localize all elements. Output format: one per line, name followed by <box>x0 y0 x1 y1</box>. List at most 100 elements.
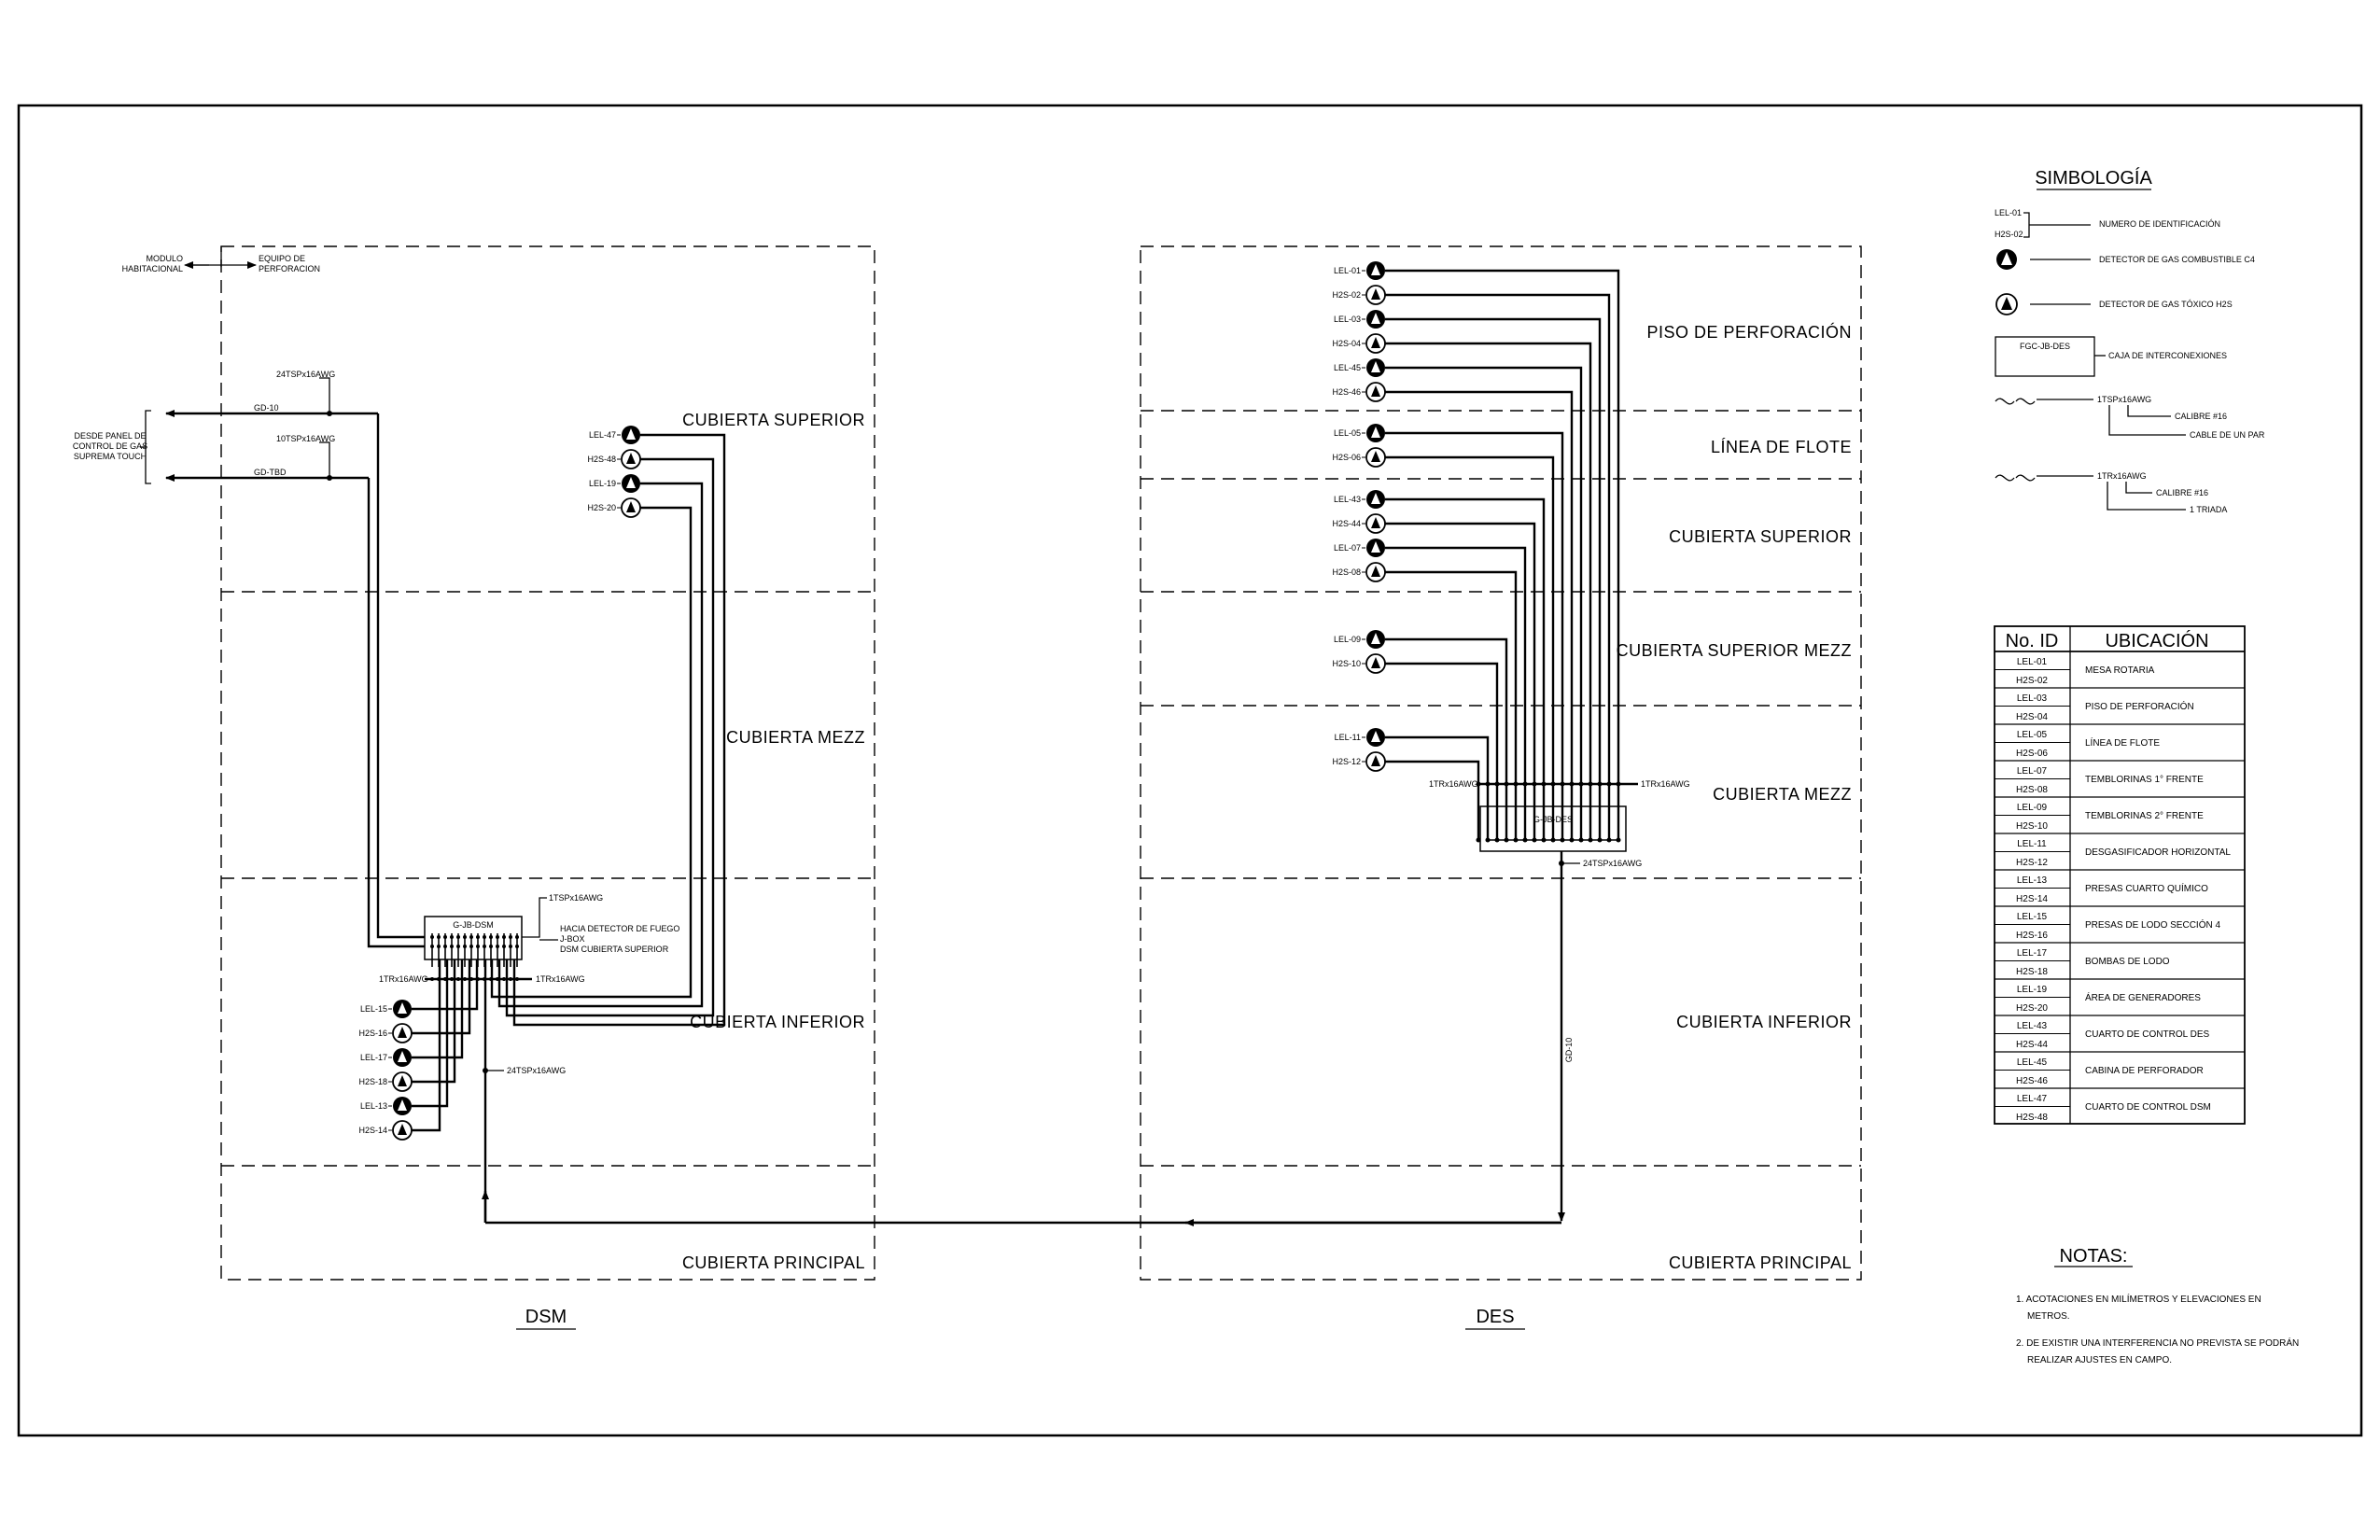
legend-trx-icon <box>1995 474 2036 482</box>
panel-label: DESDE PANEL DE <box>74 431 146 441</box>
legend-title: SIMBOLOGÍA <box>2035 167 2152 189</box>
table-cell-location: DESGASIFICADOR HORIZONTAL <box>2085 847 2231 858</box>
table-cell-id: LEL-17 <box>2017 948 2048 959</box>
detector-label: H2S-14 <box>358 1126 387 1135</box>
detector-label: H2S-20 <box>587 503 616 512</box>
detector-h2s-04: H2S-04 <box>1332 333 1386 354</box>
dsm-fire-note-3: DSM CUBIERTA SUPERIOR <box>560 945 669 954</box>
dsm-title: DSM <box>525 1307 567 1327</box>
des-zone-cubierta-principal: CUBIERTA PRINCIPAL <box>1669 1253 1852 1272</box>
table-cell-location: BOMBAS DE LODO <box>2085 957 2170 967</box>
detector-lel-07: LEL-07 <box>1334 539 1385 557</box>
detector-label: H2S-44 <box>1332 519 1361 528</box>
detector-label: H2S-48 <box>587 455 616 464</box>
dsm-zone-cubierta-superior: CUBIERTA SUPERIOR <box>682 411 865 429</box>
des-section: PISO DE PERFORACIÓN LÍNEA DE FLOTE CUBIE… <box>1140 245 1862 1330</box>
des-zone-cubierta-mezz: CUBIERTA MEZZ <box>1713 785 1852 804</box>
detector-label: H2S-18 <box>358 1077 387 1086</box>
note-2-line-2: REALIZAR AJUSTES EN CAMPO. <box>2027 1355 2172 1365</box>
detector-label: H2S-06 <box>1332 453 1361 462</box>
dsm-section: CUBIERTA SUPERIOR CUBIERTA MEZZ CUBIERTA… <box>73 245 875 1330</box>
legend-h2s-desc: DETECTOR DE GAS TÓXICO H2S <box>2099 300 2233 309</box>
dsm-outline <box>220 245 875 1281</box>
detector-lel-47: LEL-47 <box>589 426 640 444</box>
des-zone-piso: PISO DE PERFORACIÓN <box>1646 322 1852 342</box>
legend-id-desc: NUMERO DE IDENTIFICACIÓN <box>2099 219 2220 229</box>
legend-trx-desc: 1 TRIADA <box>2190 505 2227 514</box>
detector-label: LEL-15 <box>360 1004 387 1014</box>
dsm-trx-right: 1TRx16AWG <box>536 974 585 984</box>
detector-lel-15: LEL-15 <box>360 1000 412 1018</box>
table-cell-id: LEL-47 <box>2017 1094 2048 1104</box>
detector-label: H2S-02 <box>1332 290 1361 300</box>
note-2-line-1: 2. DE EXISTIR UNA INTERFERENCIA NO PREVI… <box>2016 1337 2299 1349</box>
table-cell-id: H2S-20 <box>2016 1003 2048 1014</box>
table-cell-location: CUARTO DE CONTROL DSM <box>2085 1102 2211 1113</box>
table-cell-location: CABINA DE PERFORADOR <box>2085 1066 2204 1076</box>
table-cell-location: LÍNEA DE FLOTE <box>2085 736 2160 749</box>
detector-lel-17: LEL-17 <box>360 1048 412 1067</box>
detector-h2s-44: H2S-44 <box>1332 513 1386 534</box>
legend-trx-label: 1TRx16AWG <box>2097 471 2147 481</box>
table-cell-id: LEL-07 <box>2017 766 2048 777</box>
legend-box-icon <box>1995 336 2095 377</box>
table-cell-id: H2S-44 <box>2016 1040 2048 1050</box>
detector-h2s-18: H2S-18 <box>358 1071 413 1092</box>
equipo-label: EQUIPO DE <box>259 254 305 263</box>
des-zone-linea: LÍNEA DE FLOTE <box>1711 438 1852 456</box>
des-zone-cubierta-superior-mezz: CUBIERTA SUPERIOR MEZZ <box>1617 641 1852 660</box>
legend-tsp-label: 1TSPx16AWG <box>2097 395 2151 404</box>
des-vertical-gd10: GD-10 <box>1564 1038 1574 1063</box>
legend-id-2: H2S-02 <box>1995 230 2023 239</box>
table-cell-id: H2S-46 <box>2016 1076 2048 1086</box>
table-cell-id: H2S-04 <box>2016 712 2048 722</box>
legend-lel-icon <box>1996 249 2017 270</box>
dsm-zone-cubierta-mezz: CUBIERTA MEZZ <box>726 728 865 747</box>
line-gdtbd-label: GD-TBD <box>254 468 287 477</box>
panel-label-3: SUPREMA TOUCH <box>74 452 147 461</box>
detector-lel-01: LEL-01 <box>1334 261 1385 280</box>
detector-label: LEL-01 <box>1334 266 1361 275</box>
table-cell-location: TEMBLORINAS 1° FRENTE <box>2085 775 2204 785</box>
table-cell-id: H2S-02 <box>2016 676 2048 686</box>
detector-label: LEL-45 <box>1334 363 1361 372</box>
legend: SIMBOLOGÍA LEL-01 H2S-02 NUMERO DE IDENT… <box>1995 167 2265 514</box>
line-gd10-label: GD-10 <box>254 403 279 413</box>
table-cell-id: LEL-45 <box>2017 1057 2048 1068</box>
table-cell-id: LEL-03 <box>2017 693 2048 704</box>
detector-label: LEL-17 <box>360 1053 387 1062</box>
detector-label: H2S-12 <box>1332 757 1361 766</box>
detector-label: LEL-11 <box>1335 733 1361 742</box>
detector-label: LEL-43 <box>1334 495 1361 504</box>
table-cell-id: H2S-48 <box>2016 1113 2048 1123</box>
detector-h2s-20: H2S-20 <box>587 497 641 518</box>
detector-lel-11: LEL-11 <box>1335 728 1385 747</box>
detector-lel-43: LEL-43 <box>1334 490 1385 509</box>
detector-label: H2S-16 <box>358 1029 387 1038</box>
table-cell-id: H2S-14 <box>2016 894 2048 904</box>
table-cell-id: LEL-13 <box>2017 875 2048 886</box>
detector-label: LEL-09 <box>1334 635 1361 644</box>
table-cell-id: LEL-11 <box>2017 839 2047 849</box>
des-zone-cubierta-inferior: CUBIERTA INFERIOR <box>1676 1013 1852 1031</box>
cable-10tsp-label: 10TSPx16AWG <box>276 434 335 443</box>
note-1-line-1: 1. ACOTACIONES EN MILÍMETROS Y ELEVACION… <box>2016 1293 2261 1305</box>
dsm-fire-note-2: J-BOX <box>560 934 585 944</box>
dsm-fire-cable: 1TSPx16AWG <box>549 893 603 903</box>
detector-lel-45: LEL-45 <box>1334 358 1385 377</box>
table-header-loc: UBICACIÓN <box>2105 630 2208 651</box>
panel-label-2: CONTROL DE GAS <box>73 441 147 451</box>
legend-lel-desc: DETECTOR DE GAS COMBUSTIBLE C4 <box>2099 255 2255 264</box>
modulo-label: MODULO <box>146 254 183 263</box>
drawing-border <box>17 104 2363 1437</box>
detector-h2s-08: H2S-08 <box>1332 562 1386 582</box>
modulo-label-2: HABITACIONAL <box>122 264 183 273</box>
